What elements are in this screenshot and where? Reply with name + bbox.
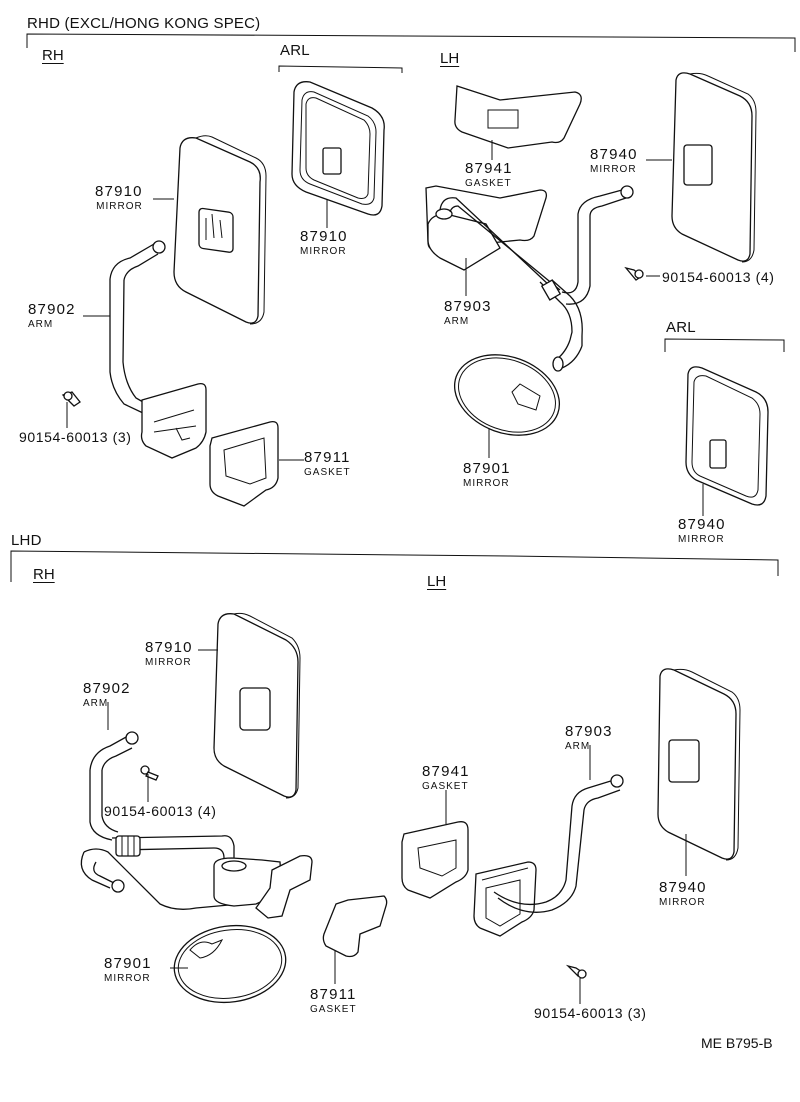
callout-lhd-lh-screw: 90154-60013 (3) [534,1005,647,1021]
variant-label-rhd-rh-arl: ARL [280,42,310,59]
lhd-lh-mirror-87940 [657,668,741,861]
group-label-lhd-rh: RH [33,566,55,583]
callout-rhd-lh-87901: 87901 MIRROR [463,460,511,489]
callout-lhd-rh-87911: 87911 GASKET [310,986,357,1015]
rhd-section-bracket [26,33,796,52]
callout-rhd-rh-arl-87910: 87910 MIRROR [300,228,348,257]
part-number: 87910 [95,183,143,200]
rhd-lh-gasket-87941 [454,85,582,149]
lhd-lh-screw [565,964,587,979]
lhd-lh-arm-87903 [473,774,624,937]
callout-rhd-rh-87910: 87910 MIRROR [95,183,143,212]
rhd-lh-round-mirror-87901 [453,354,561,436]
arl-bracket-lh [664,338,785,352]
callout-lhd-rh-87902: 87902 ARM [83,680,131,709]
rhd-lh-arm-87903 [425,185,634,372]
part-name: ARM [83,698,109,709]
callout-lhd-rh-screw: 90154-60013 (4) [104,803,217,819]
section-title-lhd: LHD [11,532,42,549]
part-name: MIRROR [300,246,347,257]
part-name: MIRROR [463,478,510,489]
lhd-lh-gasket-87941 [401,821,469,899]
part-number: 87940 [678,516,726,533]
part-name: ARM [28,319,54,330]
rhd-rh-mirror-87910 [173,135,267,325]
rhd-lh-mirror-87940 [671,72,757,263]
diagram-code: ME B795-B [701,1035,773,1051]
part-number: 87902 [83,680,131,697]
part-name: GASKET [304,467,351,478]
part-name: MIRROR [96,201,143,212]
part-name: ARM [565,741,591,752]
callout-lhd-rh-87901: 87901 MIRROR [104,955,152,984]
callout-rhd-lh-arl-87940: 87940 MIRROR [678,516,726,545]
leader-lines [66,140,704,1004]
callout-rhd-rh-87911: 87911 GASKET [304,449,351,478]
lhd-rh-arm-87902 [80,731,313,919]
part-name: MIRROR [590,164,637,175]
rhd-rh-arl-mirror-87910 [291,81,385,216]
part-number: 87901 [463,460,511,477]
variant-label-rhd-lh-arl: ARL [666,319,696,336]
callout-rhd-lh-87903: 87903 ARM [444,298,492,327]
part-number: 87903 [565,723,613,740]
callout-rhd-lh-screw: 90154-60013 (4) [662,269,775,285]
callout-rhd-lh-87940: 87940 MIRROR [590,146,638,175]
rhd-lh-screw [624,266,644,281]
rhd-rh-gasket-87911 [209,420,279,507]
group-label-rhd-rh: RH [42,47,64,64]
part-number: 87941 [422,763,470,780]
lhd-rh-gasket-87911 [322,895,388,958]
part-name: MIRROR [678,534,725,545]
part-name: MIRROR [659,897,706,908]
part-name: GASKET [422,781,469,792]
part-name: MIRROR [104,973,151,984]
callout-lhd-lh-87941: 87941 GASKET [422,763,470,792]
callout-rhd-rh-screw: 90154-60013 (3) [19,429,132,445]
part-name: GASKET [465,178,512,189]
part-number: 87910 [145,639,193,656]
part-name: ARM [444,316,470,327]
section-title-rhd: RHD (EXCL/HONG KONG SPEC) [27,15,261,32]
lhd-rh-round-mirror-87901 [173,924,287,1004]
part-number: 87901 [104,955,152,972]
lhd-section-bracket [10,550,779,582]
group-label-rhd-lh: LH [440,50,460,67]
rhd-rh-screw [61,391,81,407]
callout-lhd-lh-87940: 87940 MIRROR [659,879,707,908]
part-number: 87902 [28,301,76,318]
part-number: 87911 [304,449,351,466]
rhd-rh-arm-87902 [109,240,207,459]
callout-lhd-rh-87910: 87910 MIRROR [145,639,193,668]
callout-rhd-lh-87941: 87941 GASKET [465,160,513,189]
part-number: 87910 [300,228,348,245]
lhd-rh-mirror-87910 [213,612,301,799]
rhd-lh-arl-mirror-87940 [685,366,769,506]
part-name: GASKET [310,1004,357,1015]
lhd-rh-screw [140,765,159,781]
part-number: 87903 [444,298,492,315]
part-number: 87941 [465,160,513,177]
part-number: 87911 [310,986,357,1003]
callout-lhd-lh-87903: 87903 ARM [565,723,613,752]
part-number: 87940 [590,146,638,163]
part-name: MIRROR [145,657,192,668]
arl-bracket-rh [278,65,403,73]
callout-rhd-rh-87902: 87902 ARM [28,301,76,330]
part-number: 87940 [659,879,707,896]
group-label-lhd-lh: LH [427,573,447,590]
